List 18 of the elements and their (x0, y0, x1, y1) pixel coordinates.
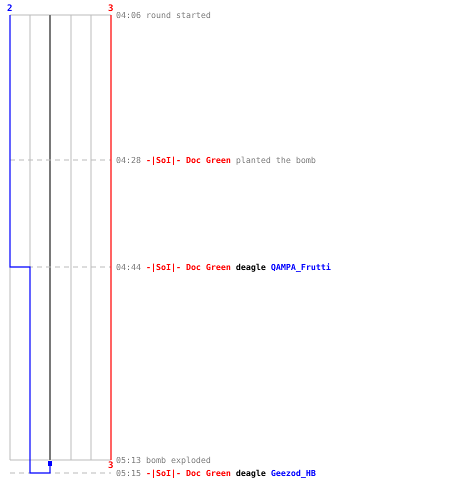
event-time: 05:13 (116, 455, 141, 465)
player-name: QAMPA_Frutti (270, 262, 331, 272)
player-name: -|SoI|- Doc Green (146, 155, 231, 165)
event-time: 04:28 (116, 155, 141, 165)
event-time: 04:44 (116, 262, 141, 272)
player-name: -|SoI|- Doc Green (146, 468, 231, 478)
player-count: 2 (7, 4, 12, 14)
event-text: bomb exploded (146, 455, 211, 465)
player-count: 3 (108, 4, 114, 14)
event-text: planted the bomb (236, 155, 316, 165)
player-count: 3 (108, 461, 114, 471)
event-time: 05:15 (116, 468, 141, 478)
weapon-name: deagle (236, 262, 266, 272)
event-text: round started (146, 10, 211, 20)
weapon-name: deagle (236, 468, 266, 478)
event-time: 04:06 (116, 10, 141, 20)
player-name: -|SoI|- Doc Green (146, 262, 231, 272)
player-name: Geezod_HB (270, 468, 316, 478)
